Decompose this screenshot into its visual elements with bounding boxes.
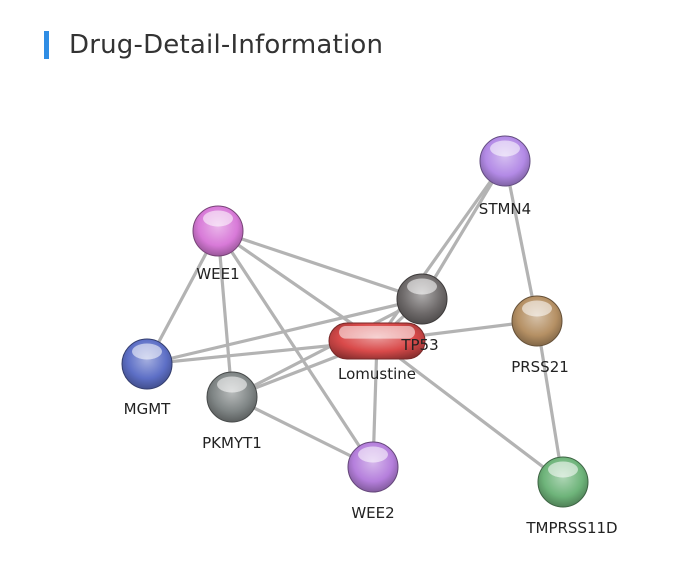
node-mgmt[interactable] [121, 338, 173, 390]
edge-lomustine-tmprss11d [375, 339, 565, 484]
node-highlight-wee2 [358, 446, 388, 463]
node-label-mgmt: MGMT [124, 400, 172, 418]
node-label-pkmyt1: PKMYT1 [202, 434, 262, 452]
node-lomustine[interactable] [328, 322, 426, 360]
edge-tp53-pkmyt1 [230, 297, 424, 399]
node-highlight-prss21 [522, 300, 552, 317]
node-highlight-tp53 [407, 278, 437, 295]
edge-tp53-mgmt [145, 297, 424, 366]
edge-prss21-tmprss11d [535, 319, 565, 484]
node-pkmyt1[interactable] [206, 371, 258, 423]
header-accent-bar [44, 31, 49, 59]
network-nodes [121, 135, 589, 508]
node-label-tp53: TP53 [400, 336, 438, 354]
node-tmprss11d[interactable] [537, 456, 589, 508]
node-label-wee1: WEE1 [196, 265, 239, 283]
node-highlight-wee1 [203, 210, 233, 227]
node-wee2[interactable] [347, 441, 399, 493]
node-label-prss21: PRSS21 [511, 358, 569, 376]
node-tp53[interactable] [396, 273, 448, 325]
edge-stmn4-prss21 [503, 159, 539, 323]
node-prss21[interactable] [511, 295, 563, 347]
node-stmn4[interactable] [479, 135, 531, 187]
page-title: Drug-Detail-Information [69, 30, 384, 60]
node-highlight-pkmyt1 [217, 376, 247, 393]
node-label-stmn4: STMN4 [479, 200, 531, 218]
node-highlight-tmprss11d [548, 461, 578, 478]
edge-stmn4-tp53 [420, 159, 507, 301]
node-label-tmprss11d: TMPRSS11D [525, 519, 617, 537]
node-highlight-lomustine [339, 326, 415, 339]
section-header: Drug-Detail-Information [44, 28, 383, 62]
node-highlight-stmn4 [490, 140, 520, 157]
node-highlight-mgmt [132, 343, 162, 360]
node-label-wee2: WEE2 [351, 504, 394, 522]
edge-wee1-tp53 [216, 229, 424, 301]
edge-pkmyt1-wee2 [230, 395, 375, 469]
edge-wee1-pkmyt1 [216, 229, 234, 399]
node-label-lomustine: Lomustine [338, 365, 416, 383]
node-wee1[interactable] [192, 205, 244, 257]
